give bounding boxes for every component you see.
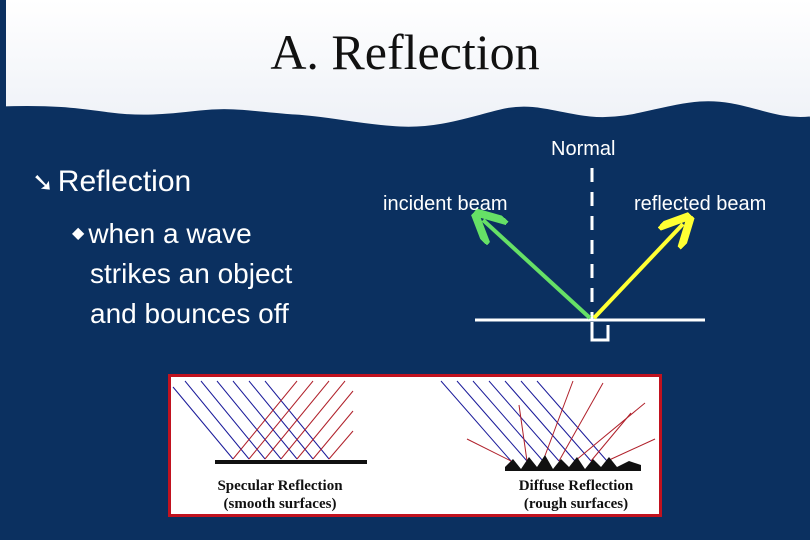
specular-caption-line2: (smooth surfaces) [223, 496, 337, 512]
normal-label: Normal [551, 138, 616, 160]
diffuse-reflected-rays [466, 380, 656, 462]
bullet-sub-line1: when a wave [88, 218, 252, 249]
diffuse-incident-rays [440, 380, 608, 462]
header-wave [0, 0, 810, 130]
arrow-bullet-icon: ➘ [32, 167, 54, 197]
slide-title: A. Reflection [270, 24, 540, 80]
reflected-beam [592, 224, 683, 320]
right-angle-mark [590, 322, 610, 342]
bullet-main: ➘Reflection [32, 163, 191, 201]
specular-reflected-rays [232, 380, 354, 460]
diffuse-caption: Diffuse Reflection (rough surfaces) [501, 477, 651, 513]
incident-beam [483, 220, 592, 320]
bullet-sub-line2: strikes an object [90, 258, 293, 289]
smooth-surface [215, 460, 367, 464]
specular-caption-line1: Specular Reflection [217, 478, 343, 494]
reflection-types-drawing [172, 380, 656, 471]
diffuse-caption-line1: Diffuse Reflection [518, 478, 634, 494]
diffuse-caption-line2: (rough surfaces) [523, 496, 629, 512]
bullet-main-text: Reflection [57, 165, 192, 198]
diamond-bullet-icon: ◆ [72, 225, 85, 242]
incident-beam-label: incident beam [383, 193, 508, 215]
reflection-types-image: Specular Reflection (smooth surfaces) Di… [168, 374, 662, 517]
specular-caption: Specular Reflection (smooth surfaces) [205, 477, 355, 513]
bullet-sub-line3: and bounces off [90, 298, 289, 329]
reflected-beam-label: reflected beam [634, 193, 767, 215]
rough-surface [505, 455, 641, 471]
bullet-sub: ◆when a wave strikes an object and bounc… [72, 214, 362, 334]
specular-incident-rays [172, 380, 330, 460]
